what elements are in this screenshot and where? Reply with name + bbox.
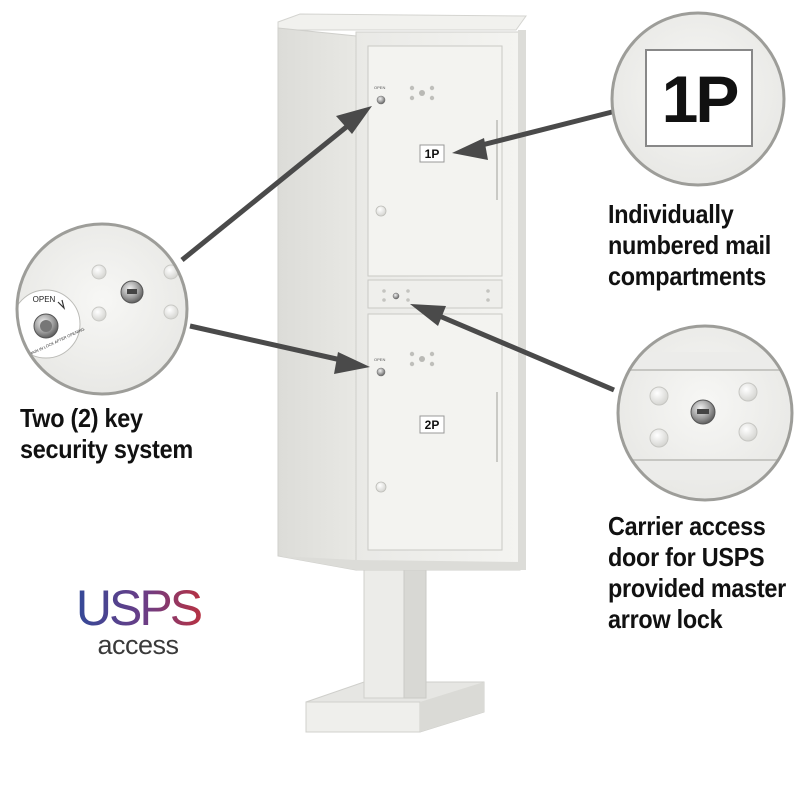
carrier-access-door [367,279,503,309]
callout-numbered-compartments: Individually numbered mail compartments [608,199,771,292]
mailbox-cabinet: OPEN 1P OPEN 2P [277,13,527,571]
door-lock-1p [376,95,386,105]
callout-carrier-line1: Carrier access [608,511,766,541]
callout-carrier-line3: provided master [608,573,787,603]
compartment-label-1p: 1P [425,147,440,161]
usps-access-logo: USPS access [68,583,208,659]
callout-carrier-line2: door for USPS [608,542,765,572]
callout-numbered-line3: compartments [608,261,767,291]
zoom-detail-carrier-lock [616,324,794,502]
callout-key-security-line2: security system [20,434,193,464]
callout-key-security: Two (2) key security system [20,403,193,465]
pedestal [305,569,485,733]
svg-text:OPEN: OPEN [374,357,385,362]
zoom-detail-key-lock: OPEN KEY WILL REMAIN IN LOCK AFTER OPENI… [15,222,189,396]
zoom-detail-compartment-number: 1P [610,11,786,187]
callout-carrier-line4: arrow lock [608,604,723,634]
lock-open-text: OPEN [33,295,56,304]
logo-access-text: access [97,630,179,660]
callout-key-security-line1: Two (2) key [20,403,143,433]
callout-carrier-access: Carrier access door for USPS provided ma… [608,511,786,635]
callout-arrows [180,106,615,393]
callout-numbered-line1: Individually [608,199,734,229]
compartment-label-2p: 2P [425,418,440,432]
door-lock-2p [376,367,386,377]
logo-usps-text: USPS [68,583,208,633]
callout-numbered-line2: numbered mail [608,230,771,260]
svg-text:OPEN: OPEN [374,85,385,90]
zoom-badge-label: 1P [662,62,738,136]
